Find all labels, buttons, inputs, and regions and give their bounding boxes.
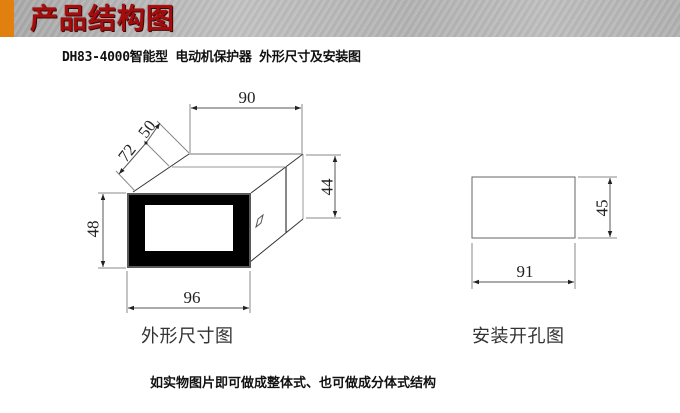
cutout-drawing-caption: 安装开孔图 [472, 326, 565, 347]
panel-cutout-drawing: 45 91 [471, 176, 617, 289]
dim-label-72: 72 [114, 140, 139, 165]
dim-label-96: 96 [184, 288, 201, 307]
header-accent-strip [0, 0, 14, 37]
dim-label-50: 50 [134, 116, 159, 141]
latch-icon [255, 213, 264, 229]
section-title: 产品结构图 [30, 2, 176, 35]
dimension-body-depth: 90 [189, 88, 303, 153]
dim-label-90: 90 [239, 88, 256, 107]
display-window [145, 205, 233, 251]
dimension-cutout-height: 45 [578, 176, 617, 239]
dim-label-91: 91 [517, 262, 534, 281]
dim-label-45: 45 [593, 200, 612, 217]
dim-label-44: 44 [318, 178, 337, 196]
dimension-body-height: 44 [306, 154, 341, 219]
section-header-bar: 产品结构图 [0, 0, 680, 37]
device-body-lines [132, 153, 304, 263]
dimension-front-width: 96 [126, 271, 251, 313]
cutout-rectangle [471, 176, 576, 239]
dimension-cutout-width: 91 [471, 243, 576, 289]
device-outline-drawing: 90 72 50 44 48 [84, 88, 341, 313]
dimension-front-height: 48 [84, 192, 126, 269]
outline-drawing-caption: 外形尺寸图 [141, 326, 234, 347]
drawing-subtitle: DH83-4000智能型 电动机保护器 外形尺寸及安装图 [62, 50, 361, 65]
dim-label-48: 48 [84, 221, 103, 238]
structure-note: 如实物图片即可做成整体式、也可做成分体式结构 [150, 376, 437, 391]
